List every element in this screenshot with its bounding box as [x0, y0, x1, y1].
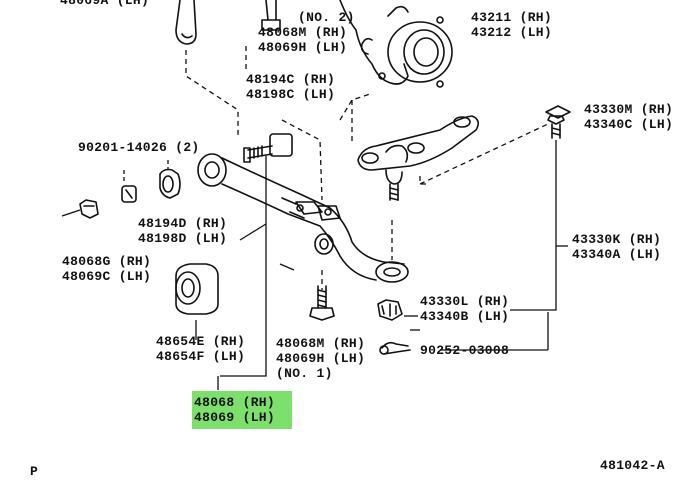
label-knuckle: 43211 (RH) 43212 (LH)	[471, 10, 553, 40]
label-corner-p: P	[30, 464, 39, 479]
castle-nut-icon	[377, 299, 403, 321]
bushing-icon	[175, 263, 219, 315]
upper-arm-fragment-icon	[175, 0, 197, 45]
lower-control-arm-icon	[197, 153, 409, 283]
highlight-box	[192, 391, 292, 429]
ball-joint-bolt-icon	[545, 105, 571, 139]
label-cotter-pin: 90252-03008	[420, 343, 510, 358]
label-ball-joint-nut: 43330L (RH) 43340B (LH)	[420, 294, 510, 324]
washer-bolt-icon	[121, 185, 137, 203]
label-retainer: 48194D (RH) 48198D (LH)	[138, 216, 228, 246]
cotter-pin-icon	[379, 341, 411, 355]
label-arm-assembly: 48068 (RH) 48069 (LH)	[194, 395, 276, 425]
label-bolt-no2: (NO. 2) 48068M (RH) 48069H (LH)	[258, 10, 355, 55]
steering-knuckle-icon	[339, 0, 453, 88]
bushing-bolt-icon	[243, 133, 293, 163]
bolt-no1-icon	[309, 285, 335, 321]
retainer-icon	[159, 168, 181, 199]
ball-joint-icon	[357, 115, 480, 201]
label-bushing: 48654E (RH) 48654F (LH)	[156, 334, 246, 364]
nut-left-icon	[79, 199, 99, 219]
label-bolt-no1: 48068M (RH) 48069H (LH) (NO. 1)	[276, 336, 366, 381]
label-bolt-left: 90201-14026 (2)	[78, 140, 200, 155]
label-ball-joint: 43330K (RH) 43340A (LH)	[572, 232, 662, 262]
label-ball-joint-bolt: 43330M (RH) 43340C (LH)	[584, 102, 674, 132]
label-nut-left: 48068G (RH) 48069C (LH)	[62, 254, 152, 284]
label-bushing-bolt: 48194C (RH) 48198C (LH)	[246, 72, 336, 102]
bolt-no2-icon	[261, 0, 281, 31]
label-diagram-code: 481042-A	[600, 458, 665, 473]
label-top-left-cut: 48069A (LH)	[60, 0, 150, 8]
